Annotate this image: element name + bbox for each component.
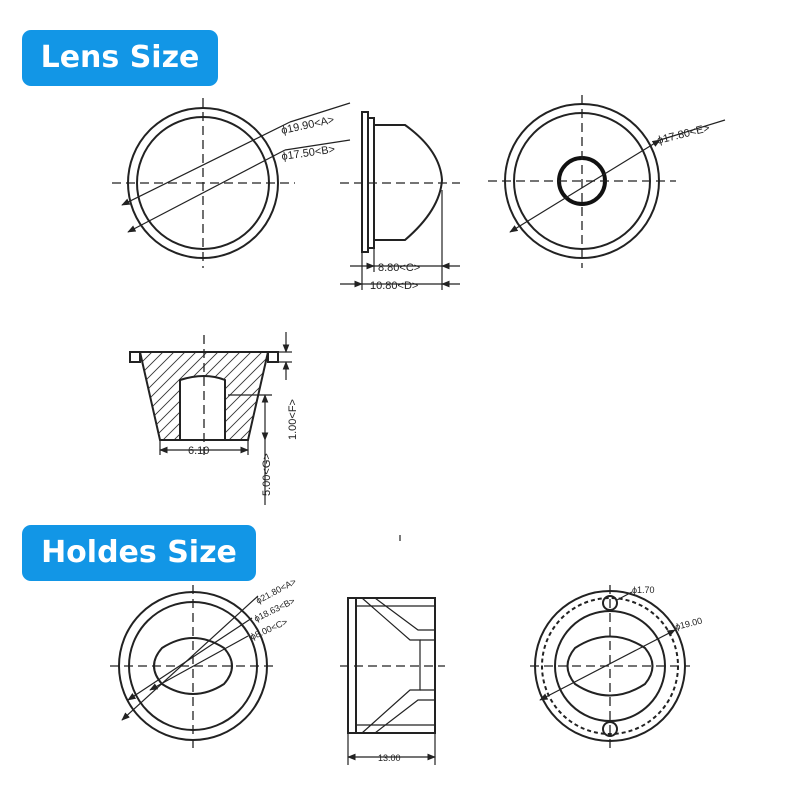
lens-dim-f: 1.00<F> [287,399,299,440]
lens-dim-a: ϕ19.90<A> [280,114,335,137]
lens-dim-d: 10.80<D> [370,280,418,292]
lens-side-view: 8.80<C> 10.80<D> [340,111,460,292]
lens-dim-c: 8.80<C> [378,262,420,274]
lens-section-width: 6.10 [188,445,209,457]
holder-front-view: ϕ21.80<A> ϕ18.63<B> ϕ8.00<C> [110,576,298,750]
lens-front-view: ϕ19.90<A> ϕ17.50<B> [112,98,351,268]
lens-section-view: 6.10 1.00<F> 5.00<G> [129,332,299,505]
lens-back-view: ϕ17.80<E> [488,95,726,268]
holder-dim-dia: ϕ19.00 [674,616,703,632]
holder-back-view: ϕ1.70 ϕ19.00 [530,585,703,750]
lens-size-badge: Lens Size [22,30,218,86]
holder-dim-width: 13.00 [378,753,401,763]
lens-dim-b: ϕ17.50<B> [281,144,336,163]
holder-dim-hole: ϕ1.70 [632,585,655,595]
holder-size-badge: Holdes Size [22,525,256,581]
lens-dim-g: 5.00<G> [261,453,273,496]
lens-dim-e: ϕ17.80<E> [656,122,711,147]
holder-side-view: 13.00 [340,597,445,765]
